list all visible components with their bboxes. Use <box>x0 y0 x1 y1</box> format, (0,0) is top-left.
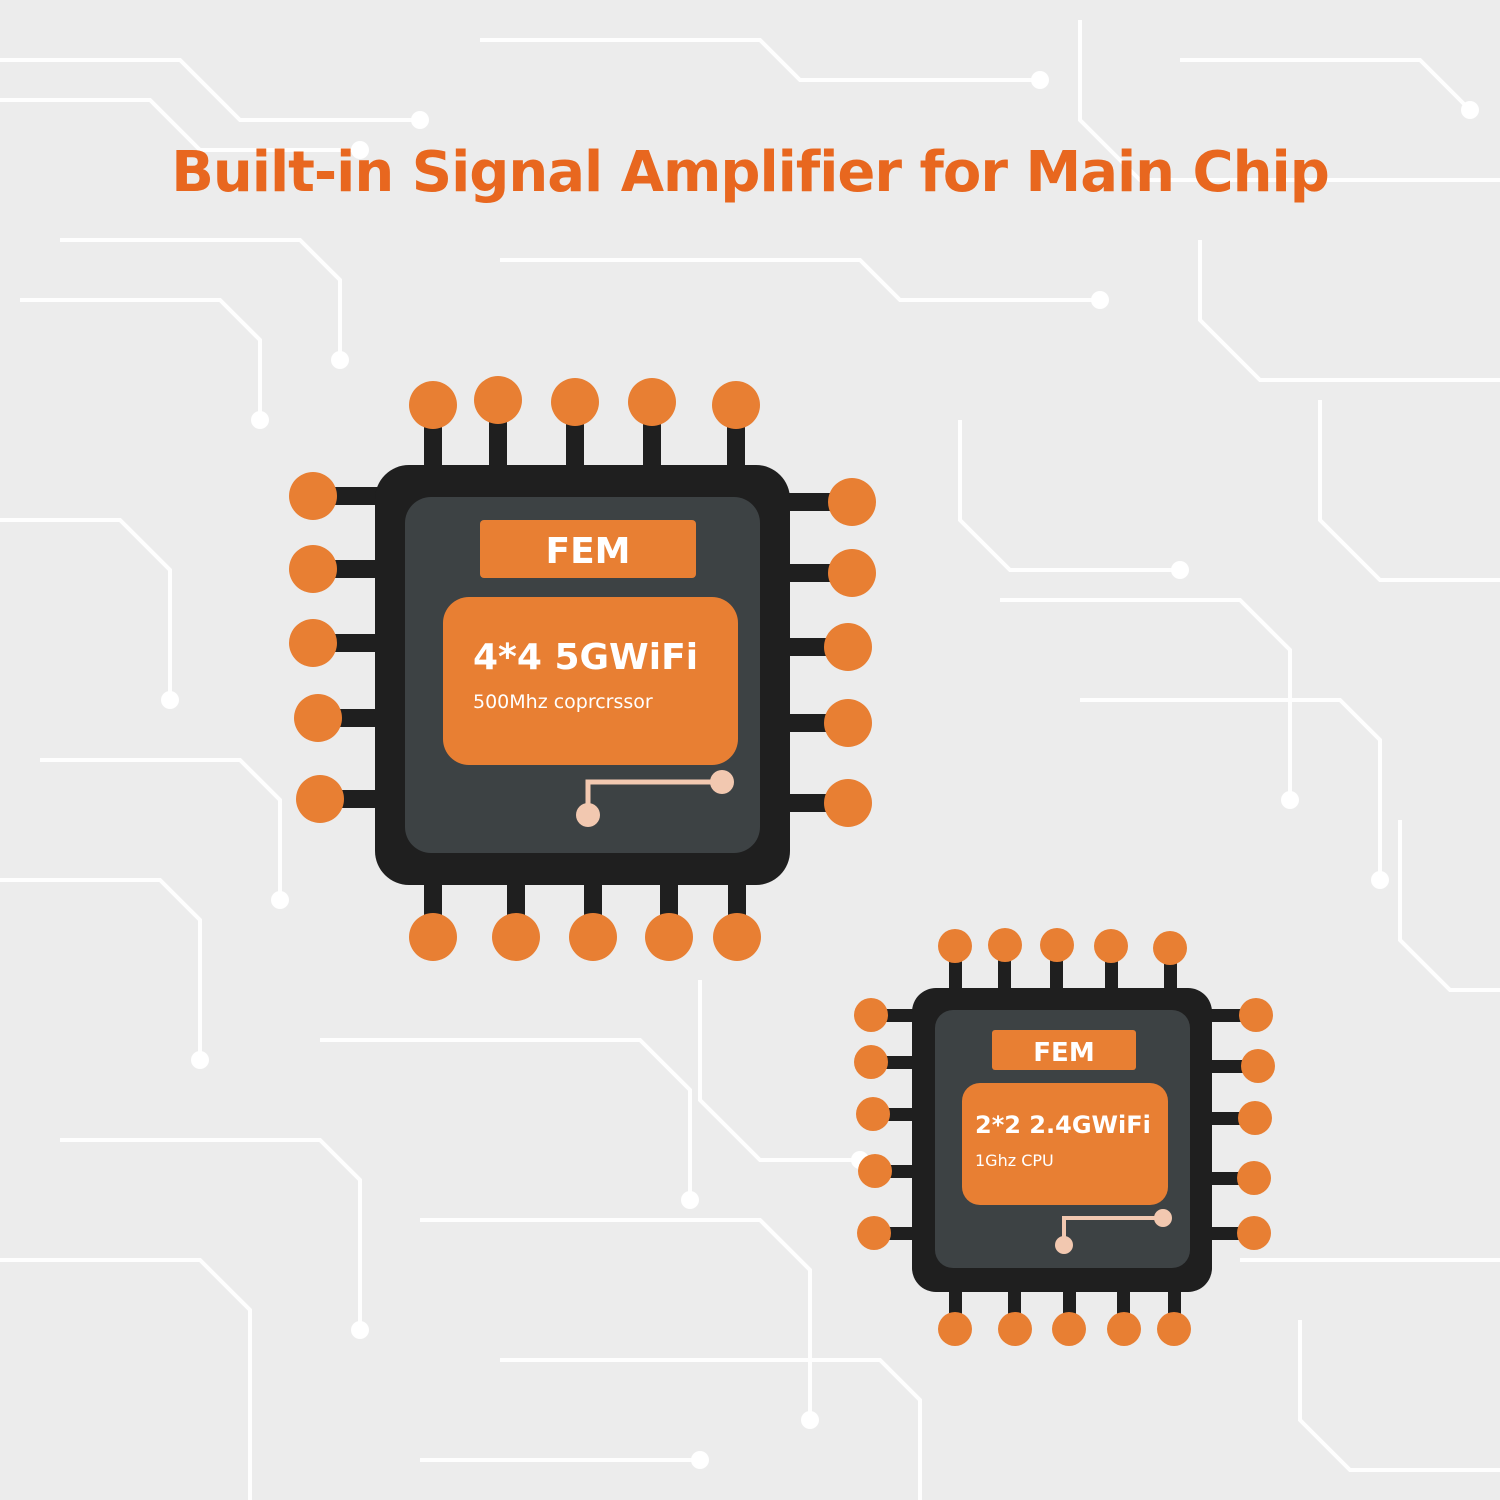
fem-label-box <box>992 1030 1136 1070</box>
chip-pads <box>289 376 876 961</box>
wifi-chip-panel <box>443 597 738 765</box>
fem-label-box <box>480 520 696 578</box>
fem-label: FEM <box>1033 1038 1094 1068</box>
chip-pads <box>854 928 1275 1346</box>
chip-subtitle: 500Mhz coprcrssor <box>473 691 653 713</box>
headline: Built-in Signal Amplifier for Main Chip <box>171 140 1330 205</box>
wifi-chip-panel <box>962 1083 1168 1205</box>
secondary-chip: FEM 2*2 2.4GWiFi 1Ghz CPU <box>854 928 1275 1346</box>
chip-title: 2*2 2.4GWiFi <box>975 1111 1151 1139</box>
circuit-trace-icon <box>1055 1209 1172 1254</box>
main-chip: FEM 4*4 5GWiFi 500Mhz coprcrssor <box>289 376 876 961</box>
chip-subtitle: 1Ghz CPU <box>975 1151 1054 1170</box>
fem-label: FEM <box>545 531 630 572</box>
circuit-trace-icon <box>576 770 734 827</box>
chip-title: 4*4 5GWiFi <box>473 637 698 678</box>
